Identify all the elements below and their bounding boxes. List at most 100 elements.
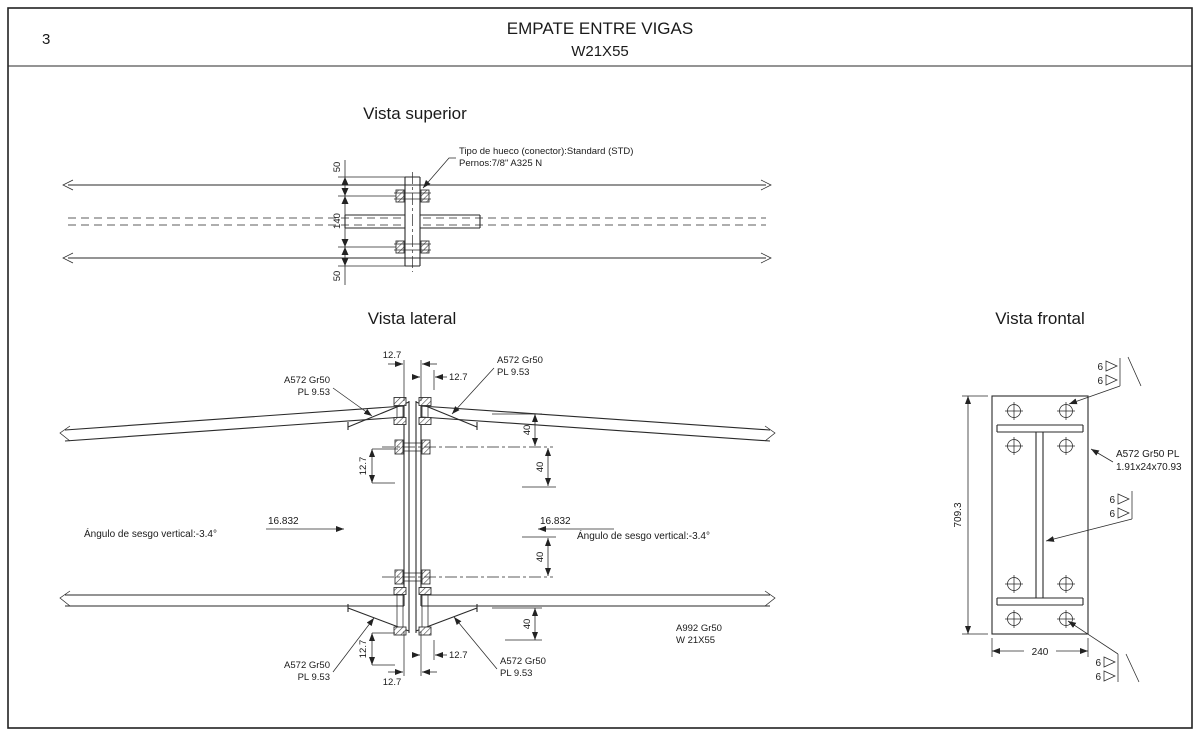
bolt-crosshairs xyxy=(1005,402,1075,628)
plate-label-leader xyxy=(1090,448,1114,463)
plate-label-top-right-1: A572 Gr50 xyxy=(497,355,543,366)
dim-40-a: 40 xyxy=(522,425,533,436)
top-break-marks xyxy=(62,179,772,264)
front-dim-extension-lines xyxy=(962,395,1089,657)
dim-offset-bottom: 12.7 xyxy=(449,650,468,661)
plate-label-top-right-2: PL 9.53 xyxy=(497,367,529,378)
bolt-block xyxy=(395,189,405,203)
weld-size-mid-1: 6 xyxy=(1109,495,1115,506)
dim-width: 240 xyxy=(1032,647,1049,658)
bolt-shank-lines xyxy=(394,192,431,251)
lateral-gusset-plates xyxy=(347,401,478,632)
bolt-spec-note: Pernos:7/8" A325 N xyxy=(459,158,542,169)
slope-label-left: Ángulo de sesgo vertical:-3.4° xyxy=(84,527,217,540)
dim-40-c: 40 xyxy=(535,552,546,563)
title-block: 3 EMPATE ENTRE VIGAS W21X55 xyxy=(7,7,1193,729)
dim-edge-top: 50 xyxy=(332,162,343,173)
front-weld-symbol-top: 6 6 xyxy=(1068,356,1142,405)
bolt-nut xyxy=(418,417,432,425)
weld-symbol-glyph xyxy=(1105,356,1142,387)
plate-leader-top-left xyxy=(332,387,373,417)
front-bolts xyxy=(1005,402,1075,628)
top-dim-arrows xyxy=(341,177,349,266)
weld-leader xyxy=(1045,518,1133,542)
top-beam-outline-path xyxy=(68,184,766,259)
bolt-head xyxy=(418,397,432,406)
beam-spec-1: A992 Gr50 xyxy=(676,623,722,634)
weld-leader xyxy=(1068,385,1121,405)
front-weld-symbol-bottom: 6 6 xyxy=(1067,620,1140,683)
bolt-block xyxy=(420,189,430,203)
drawing-title: EMPATE ENTRE VIGAS xyxy=(507,19,693,38)
hole-type-note: Tipo de hueco (conector):Standard (STD) xyxy=(459,146,633,157)
plate-label-top-left-2: PL 9.53 xyxy=(298,387,330,398)
weld-size-bottom-2: 6 xyxy=(1095,672,1101,683)
front-view: Vista frontal 6 6 6 6 xyxy=(953,309,1182,683)
lateral-splice-plate-edges xyxy=(408,401,417,633)
front-splice-plate xyxy=(991,395,1089,635)
plate-label-bottom-left-1: A572 Gr50 xyxy=(284,660,330,671)
flange-bolt-shanks xyxy=(396,405,429,627)
dim-40-b: 40 xyxy=(535,462,546,473)
web-bolt-shanks xyxy=(403,442,422,582)
dim-gap-bottom: 12.7 xyxy=(383,677,402,688)
dim-web-bottom: 12.7 xyxy=(358,640,369,659)
bolt-head xyxy=(393,397,407,406)
plate-label-top-left-1: A572 Gr50 xyxy=(284,375,330,386)
weld-symbol-glyph xyxy=(1117,491,1133,519)
beam-spec-2: W 21X55 xyxy=(676,635,715,646)
dim-web-top: 12.7 xyxy=(358,457,369,476)
top-view-label: Vista superior xyxy=(363,104,467,123)
plate-label-bottom-right-1: A572 Gr50 xyxy=(500,656,546,667)
bolt-block xyxy=(420,240,430,254)
plate-leader-bottom-left xyxy=(332,617,375,673)
slope-offset-left: 16.832 xyxy=(268,516,299,527)
drawing-subtitle: W21X55 xyxy=(571,43,629,60)
slope-offset-right: 16.832 xyxy=(540,516,571,527)
top-view-note: Tipo de hueco (conector):Standard (STD) … xyxy=(422,146,633,189)
front-weld-symbol-mid: 6 6 xyxy=(1045,491,1133,542)
top-splice-plate-plan xyxy=(344,214,481,229)
lateral-plate-labels: A572 Gr50 PL 9.53 A572 Gr50 PL 9.53 A572… xyxy=(284,355,722,683)
lateral-beam-outline xyxy=(64,405,771,607)
top-dim-extension-lines xyxy=(338,176,405,267)
web-bolt-centerlines xyxy=(382,446,553,578)
lateral-slope-annotations: 16.832 Ángulo de sesgo vertical:-3.4° 16… xyxy=(84,516,710,542)
bolt-head xyxy=(418,626,432,636)
lateral-dimensions: 12.7 12.7 12.7 12.7 12.7 12.7 40 40 40 4… xyxy=(358,350,556,688)
plate-leader-top-right xyxy=(451,367,495,415)
slope-label-right: Ángulo de sesgo vertical:-3.4° xyxy=(577,529,710,542)
dim-offset-top: 12.7 xyxy=(449,372,468,383)
top-web-hidden-lines xyxy=(68,217,766,226)
weld-leader xyxy=(1067,620,1119,655)
weld-size-top-2: 6 xyxy=(1097,376,1103,387)
lateral-dim-extension-lines xyxy=(372,360,556,676)
top-view-dimensions: 50 140 50 xyxy=(332,160,405,285)
plate-label-bottom-left-2: PL 9.53 xyxy=(298,672,330,683)
front-dimensions: 709.3 240 xyxy=(953,395,1089,658)
front-beam-section xyxy=(996,424,1084,606)
front-plate-label: A572 Gr50 PL 1.91x24x70.93 xyxy=(1090,448,1182,473)
lateral-view-label: Vista lateral xyxy=(368,309,457,328)
weld-size-bottom-1: 6 xyxy=(1095,658,1101,669)
bolt-block xyxy=(395,240,405,254)
plate-leader-bottom-right xyxy=(453,616,498,670)
front-plate-spec-1: A572 Gr50 PL xyxy=(1116,449,1180,460)
dim-edge-bottom: 50 xyxy=(332,271,343,282)
sheet-border xyxy=(7,7,1193,729)
note-leader xyxy=(422,157,456,189)
dim-gap-top: 12.7 xyxy=(383,350,402,361)
weld-symbol-glyph xyxy=(1103,653,1140,683)
dim-40-d: 40 xyxy=(522,619,533,630)
lateral-view: Vista lateral xyxy=(59,309,776,688)
lateral-break-marks xyxy=(59,425,776,607)
front-view-label: Vista frontal xyxy=(995,309,1084,328)
bolt-nut xyxy=(393,417,407,425)
bolt-head xyxy=(393,626,407,636)
dim-height: 709.3 xyxy=(953,502,964,527)
plate-label-bottom-right-2: PL 9.53 xyxy=(500,668,532,679)
lateral-web-bolts xyxy=(382,439,553,585)
weld-size-top-1: 6 xyxy=(1097,362,1103,373)
